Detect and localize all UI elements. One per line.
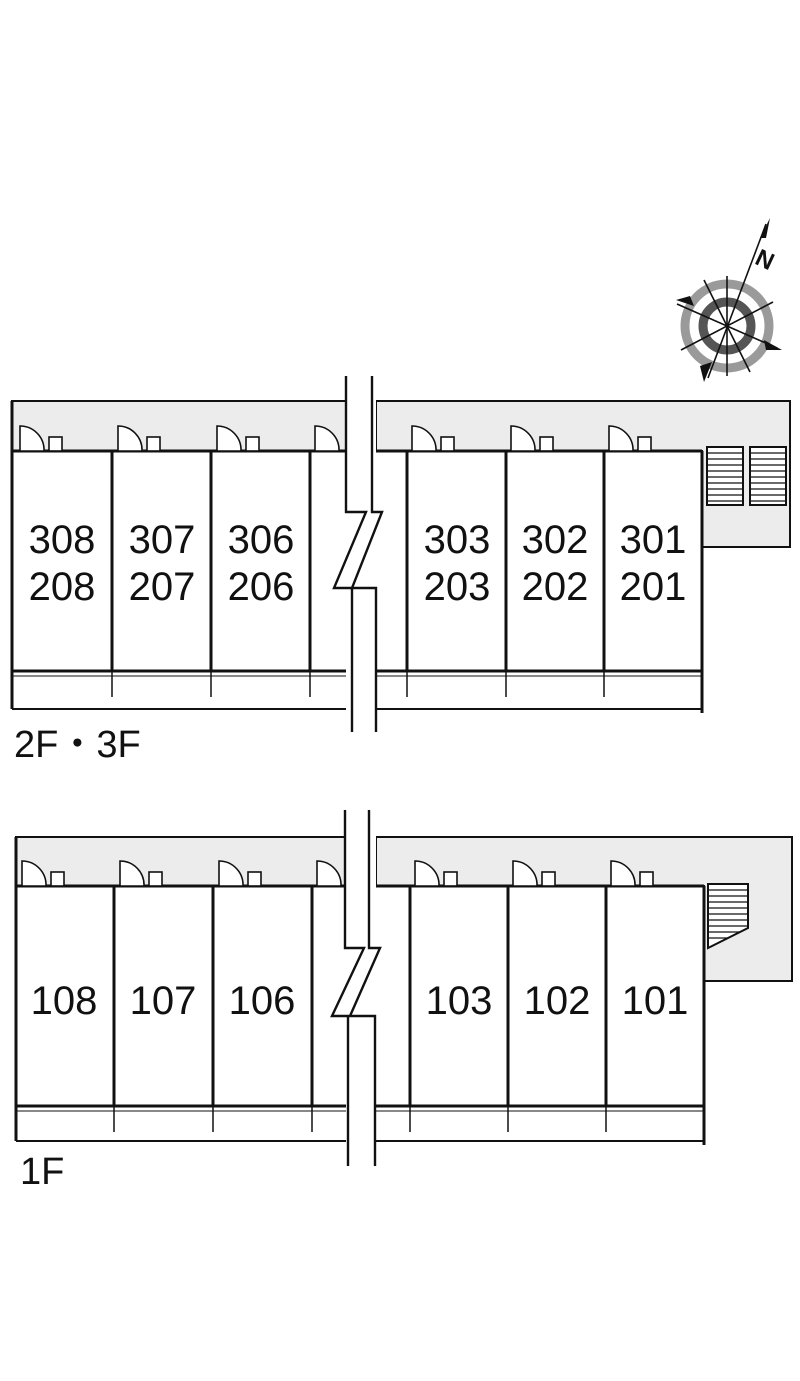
north-label: N: [751, 244, 778, 276]
unit-number: 202: [522, 565, 589, 609]
unit-number: 303: [424, 518, 491, 562]
door-icons: [19, 425, 652, 452]
unit-306-206: 306 206: [228, 518, 295, 609]
unit-number: 302: [522, 518, 589, 562]
floor-label-upper: 2F・3F: [14, 724, 141, 766]
staircase-icon: [706, 446, 787, 506]
unit-103: 103: [426, 979, 493, 1023]
break-symbol: [332, 376, 384, 732]
unit-number: 308: [29, 518, 96, 562]
unit-302-202: 302 202: [522, 518, 589, 609]
unit-number: 201: [620, 565, 687, 609]
unit-303-203: 303 203: [424, 518, 491, 609]
unit-107: 107: [130, 979, 197, 1023]
unit-number: 306: [228, 518, 295, 562]
north-arrow-icon: [760, 218, 770, 238]
unit-number: 203: [424, 565, 491, 609]
corridor-left: [11, 400, 347, 452]
unit-108: 108: [31, 979, 98, 1023]
unit-106: 106: [229, 979, 296, 1023]
staircase-icon: [707, 883, 749, 950]
break-symbol: [330, 810, 382, 1166]
floor-label-ground: 1F: [20, 1151, 64, 1193]
unit-308-208: 308 208: [29, 518, 96, 609]
unit-307-207: 307 207: [129, 518, 196, 609]
door-icons: [21, 860, 654, 887]
compass-rose-icon: N: [676, 218, 782, 382]
unit-number: 307: [129, 518, 196, 562]
unit-301-201: 301 201: [620, 518, 687, 609]
unit-102: 102: [524, 979, 591, 1023]
unit-number: 207: [129, 565, 196, 609]
unit-number: 301: [620, 518, 687, 562]
unit-number: 206: [228, 565, 295, 609]
unit-101: 101: [622, 979, 689, 1023]
unit-number: 208: [29, 565, 96, 609]
corridor-left: [15, 836, 347, 887]
ground-floor-plan: 108 107 106 103 102 101 1F: [14, 810, 793, 1193]
upper-floor-plan: 308 208 307 207 306 206 303 203 302 202 …: [10, 376, 791, 766]
